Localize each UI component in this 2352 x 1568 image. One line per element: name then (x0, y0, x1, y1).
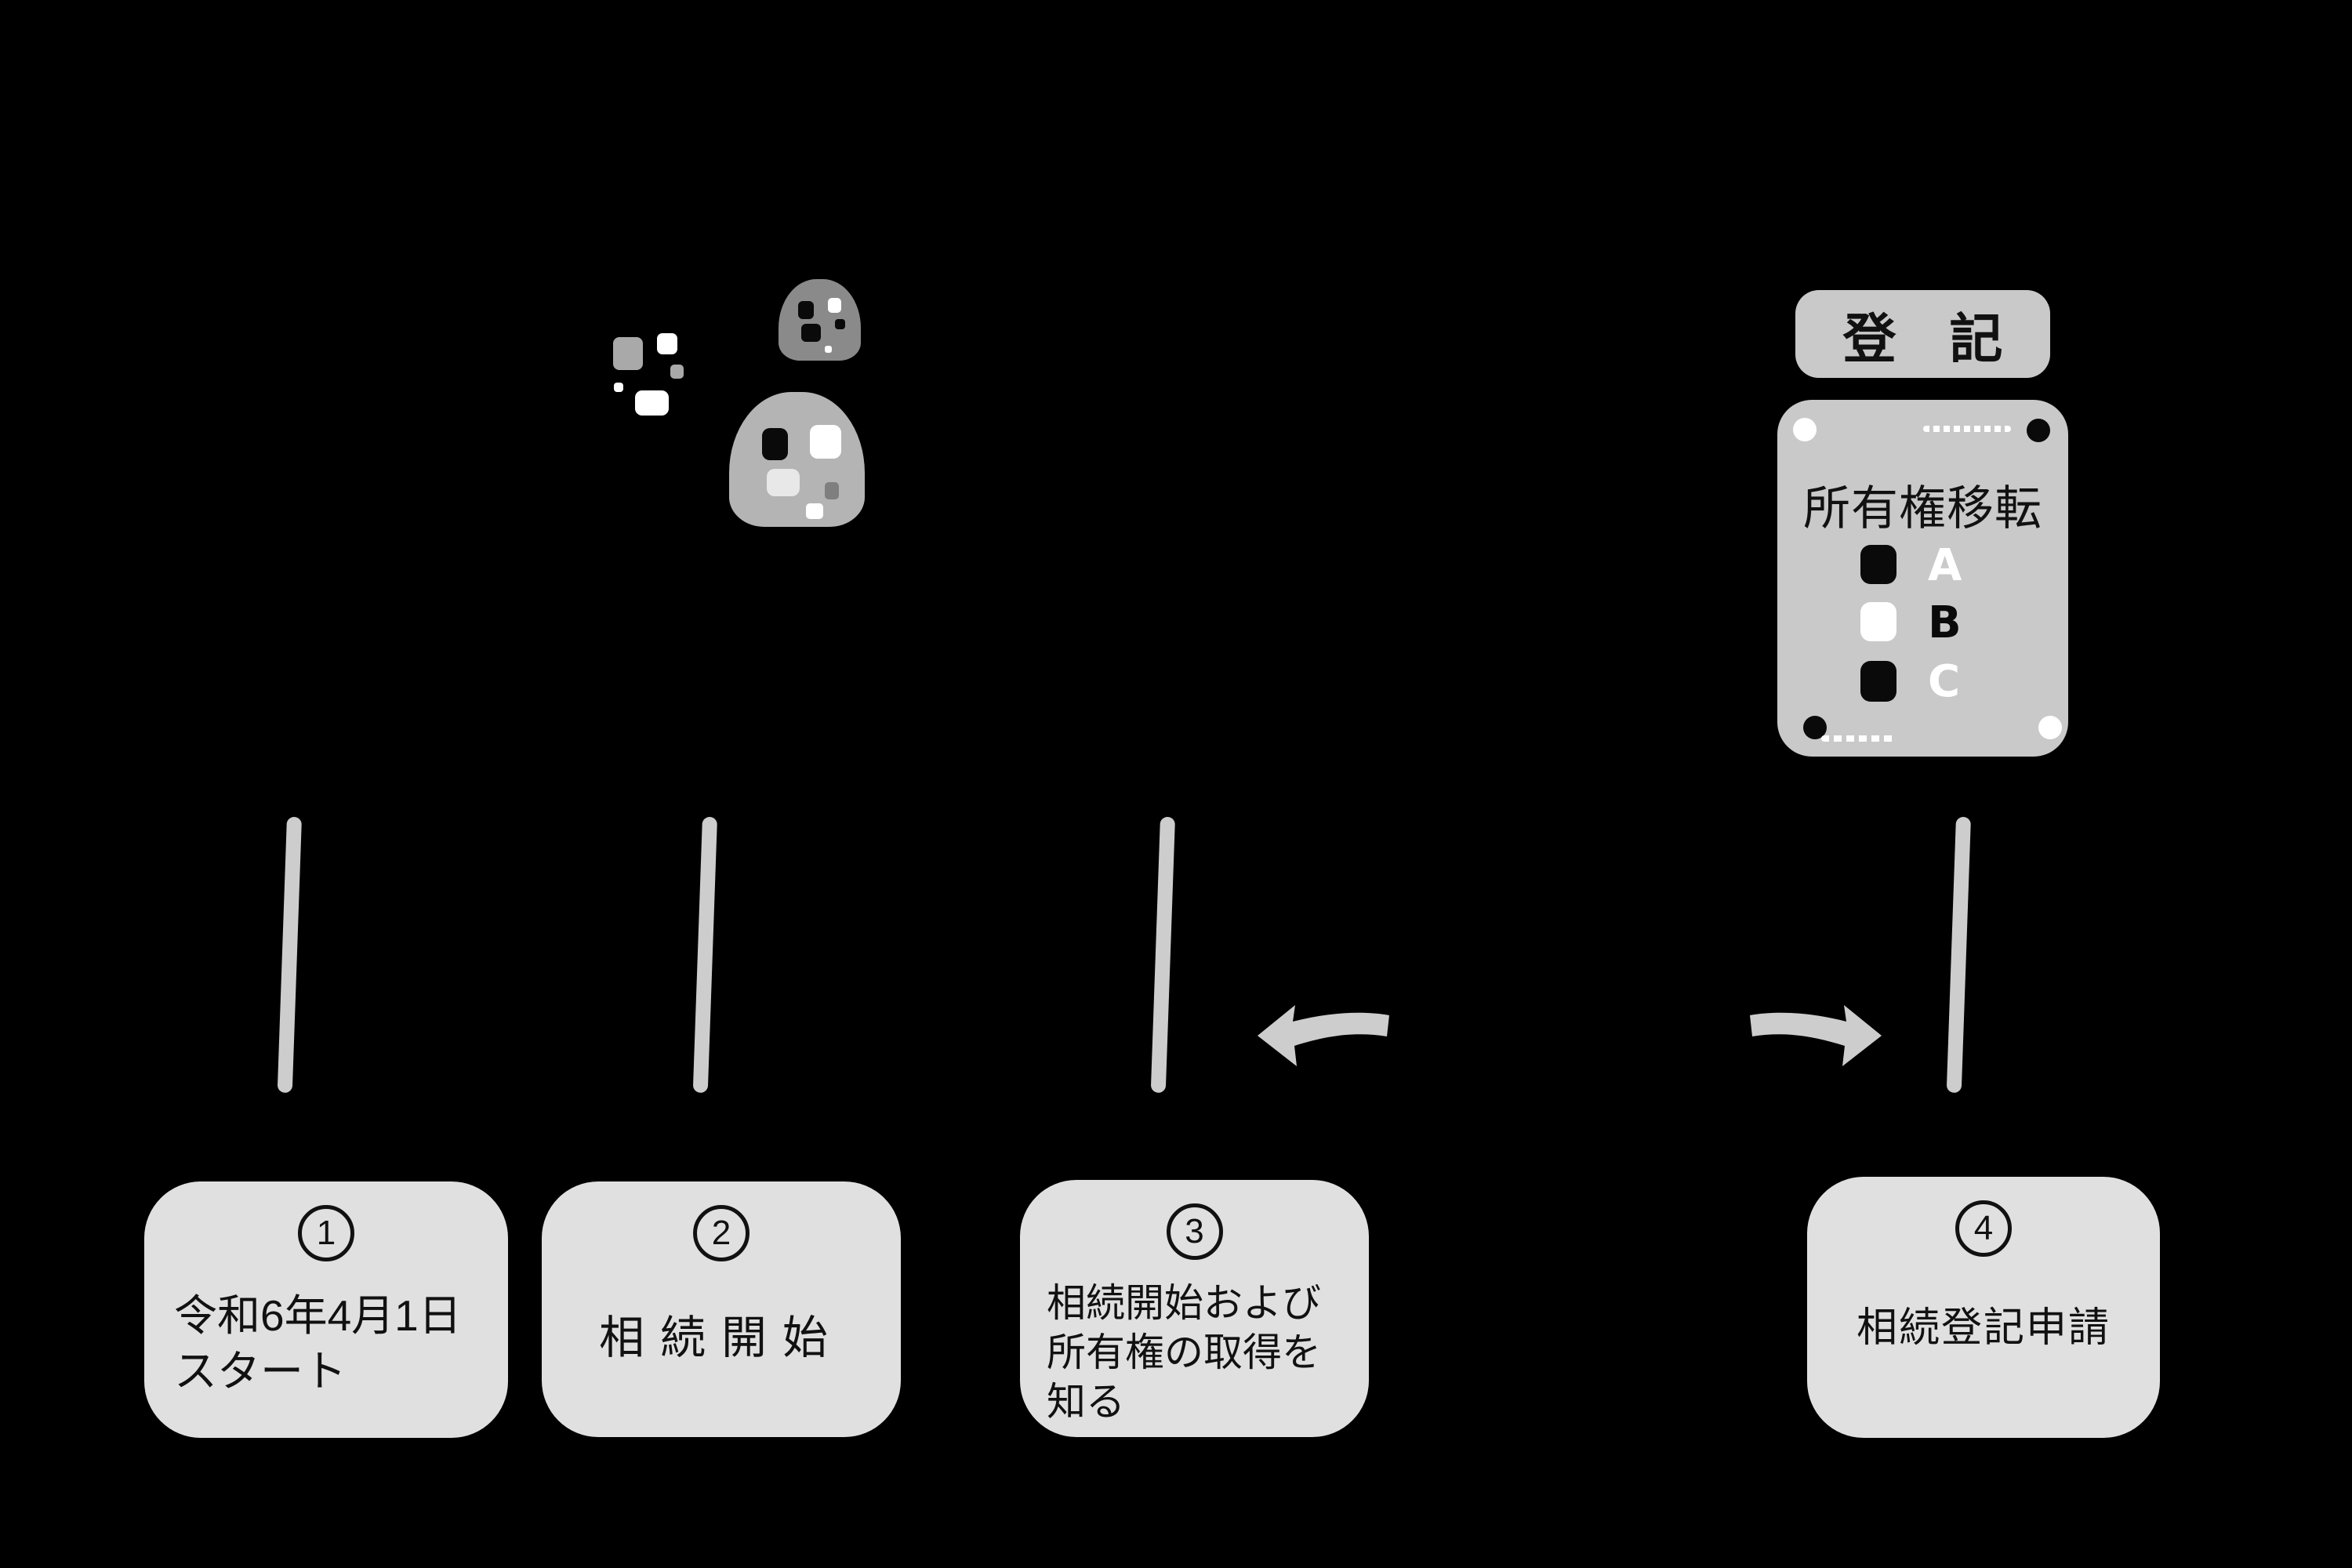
step-box-4: 4 相続登記申請 (1807, 1177, 2160, 1438)
corner-dot (2038, 716, 2062, 739)
house-window (762, 428, 788, 460)
deed-document-icon: 所有権移転 A B C (1777, 400, 2068, 757)
house-large-icon (729, 392, 865, 527)
house-window (828, 298, 841, 313)
owner-window (1860, 545, 1896, 584)
debris-square (614, 383, 623, 392)
house-window (767, 469, 800, 496)
step-text-line: スタート (174, 1347, 347, 1396)
step-text-line: 相続開始および (1047, 1281, 1321, 1325)
owner-row: A (1777, 540, 2068, 591)
house-window (806, 503, 823, 519)
debris-square (635, 390, 669, 416)
corner-dot (2027, 419, 2050, 442)
step-number-badge: 1 (298, 1205, 354, 1261)
curved-arrow-left-icon (1258, 1005, 1389, 1066)
step-number-badge: 4 (1955, 1200, 2012, 1257)
document-title: 所有権移転 (1803, 482, 2042, 535)
timeline-tick-2 (692, 816, 717, 1094)
step-box-1: 1 令和6年4月1日 スタート (144, 1181, 508, 1438)
house-window (825, 346, 832, 353)
debris-square (613, 337, 643, 370)
step-number-badge: 3 (1166, 1203, 1223, 1260)
house-window (810, 425, 841, 459)
debris-square (657, 333, 677, 354)
timeline-tick-4 (1946, 816, 1971, 1094)
owner-letter: A (1928, 540, 1962, 591)
house-window (825, 482, 839, 499)
dashed-line (1821, 735, 1896, 742)
debris-square (670, 365, 684, 379)
step-text-line: 令和6年4月1日 (174, 1291, 462, 1340)
step-text-line: 知る (1047, 1380, 1125, 1424)
house-window (801, 324, 821, 342)
step-text-line: 相続登記申請 (1856, 1305, 2111, 1351)
registry-label-text: 登 記 (1842, 309, 2003, 369)
step-number-badge: 2 (693, 1205, 750, 1261)
house-small-icon (779, 279, 861, 361)
step-text-line: 相続開始 (598, 1312, 844, 1363)
house-window (835, 319, 845, 329)
step-box-3: 3 相続開始および 所有権の取得を 知る (1020, 1180, 1369, 1437)
corner-dot (1793, 418, 1817, 441)
owner-row: B (1777, 597, 2068, 648)
step-box-2: 2 相続開始 (542, 1181, 901, 1437)
owner-letter: C (1928, 656, 1961, 707)
registry-label: 登 記 (1795, 290, 2050, 378)
curved-arrow-right-icon (1750, 1005, 1882, 1066)
owner-window (1860, 661, 1896, 702)
owner-window (1860, 602, 1896, 641)
owner-row: C (1777, 656, 2068, 707)
timeline-tick-1 (277, 816, 302, 1094)
owner-letter: B (1928, 597, 1962, 648)
step-text-line: 所有権の取得を (1047, 1330, 1321, 1374)
timeline-tick-3 (1150, 816, 1175, 1094)
dashed-line (1923, 426, 2011, 432)
house-window (798, 301, 814, 319)
